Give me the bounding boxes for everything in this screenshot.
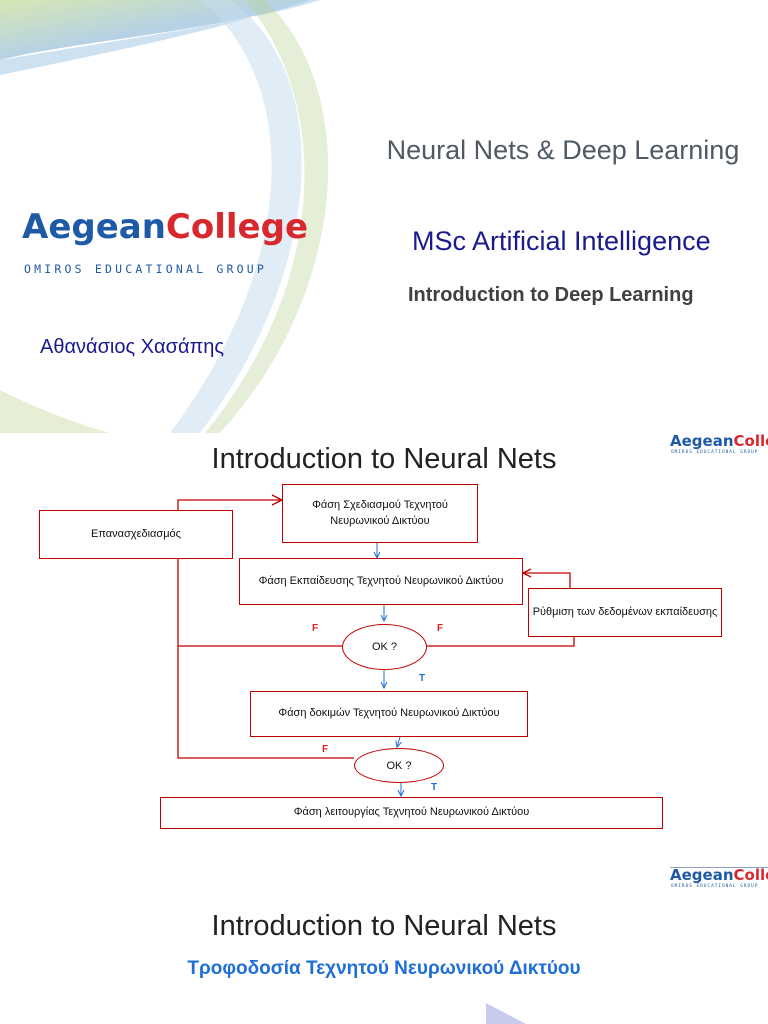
redesign-box: Επανασχεδιασμός	[39, 510, 233, 559]
aegean-college-logo: AegeanCollege	[22, 207, 308, 247]
ok-decision-1: OK ?	[342, 624, 427, 670]
aegean-college-logo-small: AegeanCollege	[670, 866, 768, 884]
adjust-training-data-box: Ρύθμιση των δεδομένων εκπαίδευσης	[528, 588, 722, 637]
author-name: Αθανάσιος Χασάπης	[40, 336, 225, 358]
false-label-left: F	[312, 623, 319, 634]
logo-word-aegean: Aegean	[670, 866, 734, 884]
lecture-subtitle: Introduction to Deep Learning	[408, 284, 694, 306]
logo-tagline-small: OMIROS EDUCATIONAL GROUP	[671, 450, 759, 455]
logo-word-aegean: Aegean	[22, 207, 166, 247]
title-slide: AegeanCollege OMIROS EDUCATIONAL GROUP N…	[0, 0, 768, 433]
program-name: MSc Artificial Intelligence	[412, 226, 711, 256]
logo-word-college: College	[165, 207, 308, 247]
flowchart-connectors	[177, 494, 575, 853]
presentation-title: Neural Nets & Deep Learning	[386, 135, 740, 165]
testing-phase-box: Φάση δοκιμών Τεχνητού Νευρωνικού Δικτύου	[250, 691, 528, 737]
decorative-shape	[486, 1003, 526, 1024]
logo-rule	[670, 867, 768, 868]
design-phase-box: Φάση Σχεδιασμού Τεχνητού Νευρωνικού Δικτ…	[282, 484, 478, 543]
true-label-1: T	[419, 673, 426, 684]
slide-subtitle: Τροφοδοσία Τεχνητού Νευρωνικού Δικτύου	[187, 958, 581, 979]
false-label-2: F	[322, 744, 329, 755]
slide-title: Introduction to Neural Nets	[211, 910, 557, 942]
logo-word-college: College	[733, 866, 768, 884]
true-label-2: T	[431, 782, 438, 793]
logo-word-aegean: Aegean	[670, 433, 734, 450]
operation-phase-box: Φάση λειτουργίας Τεχνητού Νευρωνικού Δικ…	[160, 797, 663, 829]
ok-decision-2: OK ?	[354, 748, 444, 783]
slide-title: Introduction to Neural Nets	[211, 443, 557, 475]
feedforward-slide: AegeanCollege OMIROS EDUCATIONAL GROUP I…	[0, 853, 768, 1024]
flowchart-slide: AegeanCollege OMIROS EDUCATIONAL GROUP I…	[0, 433, 768, 853]
false-label-right: F	[437, 623, 444, 634]
logo-tagline: OMIROS EDUCATIONAL GROUP	[24, 262, 267, 276]
logo-word-college: College	[733, 433, 768, 450]
training-phase-box: Φάση Εκπαίδευσης Τεχνητού Νευρωνικού Δικ…	[239, 558, 523, 605]
logo-tagline-small: OMIROS EDUCATIONAL GROUP	[671, 884, 759, 889]
aegean-college-logo-small: AegeanCollege	[670, 433, 768, 450]
decorative-swoosh	[0, 0, 329, 433]
